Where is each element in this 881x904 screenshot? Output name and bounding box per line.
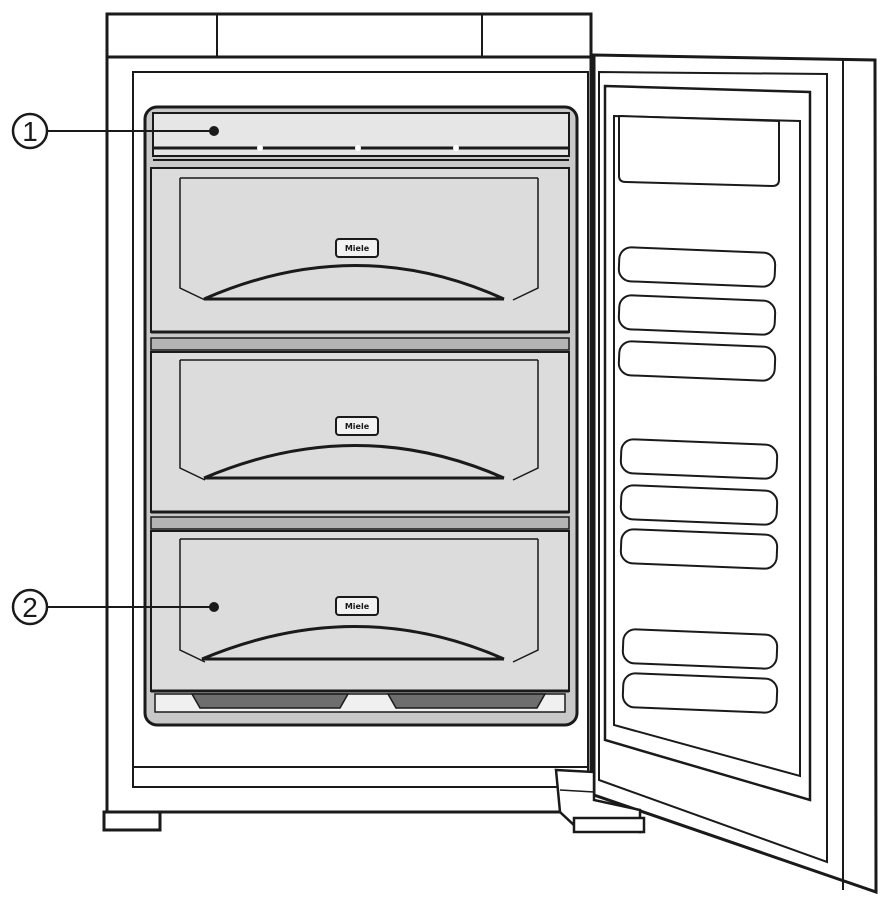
drawer-foot-right bbox=[386, 693, 547, 709]
door-frame bbox=[598, 70, 828, 864]
brand-badge bbox=[335, 596, 379, 616]
hinge-base bbox=[572, 816, 646, 834]
door-ridge bbox=[621, 672, 779, 714]
vent-dot bbox=[355, 145, 361, 151]
drawer-handle bbox=[201, 625, 505, 661]
callout-1: 1 bbox=[11, 112, 219, 150]
leader-dot bbox=[209, 126, 219, 136]
vent-dot bbox=[257, 145, 263, 151]
door-ridge bbox=[619, 528, 779, 570]
leader-dot bbox=[209, 602, 219, 612]
door-ridge bbox=[621, 628, 779, 670]
drawer-separator bbox=[150, 337, 570, 351]
cabinet-foot bbox=[102, 810, 162, 832]
cabinet-inner-frame bbox=[132, 71, 589, 788]
door bbox=[592, 53, 878, 895]
brand-badge bbox=[335, 416, 379, 436]
door-gasket bbox=[603, 84, 812, 802]
drawer-separator bbox=[150, 516, 570, 530]
hinge-line bbox=[559, 789, 595, 793]
door-ridge bbox=[617, 246, 777, 288]
door-ridge bbox=[617, 340, 777, 382]
callout-2: 2 bbox=[11, 588, 219, 626]
door-ridge bbox=[617, 294, 777, 336]
callout-number: 1 bbox=[22, 116, 38, 147]
drawer-handle bbox=[203, 444, 505, 480]
drawer-foot-left bbox=[190, 693, 350, 709]
top-compartment bbox=[152, 112, 570, 161]
door-pocket-top bbox=[618, 114, 780, 188]
drawer-side-right bbox=[512, 178, 539, 301]
drawer-2: Miele bbox=[150, 351, 570, 514]
drawer-side-right bbox=[512, 539, 539, 663]
door-ridge bbox=[619, 484, 779, 526]
drawer-base bbox=[154, 693, 566, 713]
drawer-3: Miele bbox=[150, 530, 570, 693]
drawer-side-left bbox=[179, 539, 206, 663]
callout-number: 2 bbox=[22, 592, 38, 623]
drawer-handle bbox=[203, 264, 505, 301]
brand-logo: Miele bbox=[345, 422, 370, 431]
brand-badge bbox=[335, 238, 379, 258]
drawer-1: Miele bbox=[150, 167, 570, 334]
drawer-side-left bbox=[179, 178, 206, 301]
drawer-side-right bbox=[512, 360, 539, 481]
vent-dot bbox=[453, 145, 459, 151]
door-hinge bbox=[554, 768, 646, 834]
brand-logo: Miele bbox=[345, 602, 370, 611]
drawer-side-left bbox=[179, 360, 206, 481]
door-ridge bbox=[619, 438, 779, 480]
brand-logo: Miele bbox=[345, 244, 370, 253]
